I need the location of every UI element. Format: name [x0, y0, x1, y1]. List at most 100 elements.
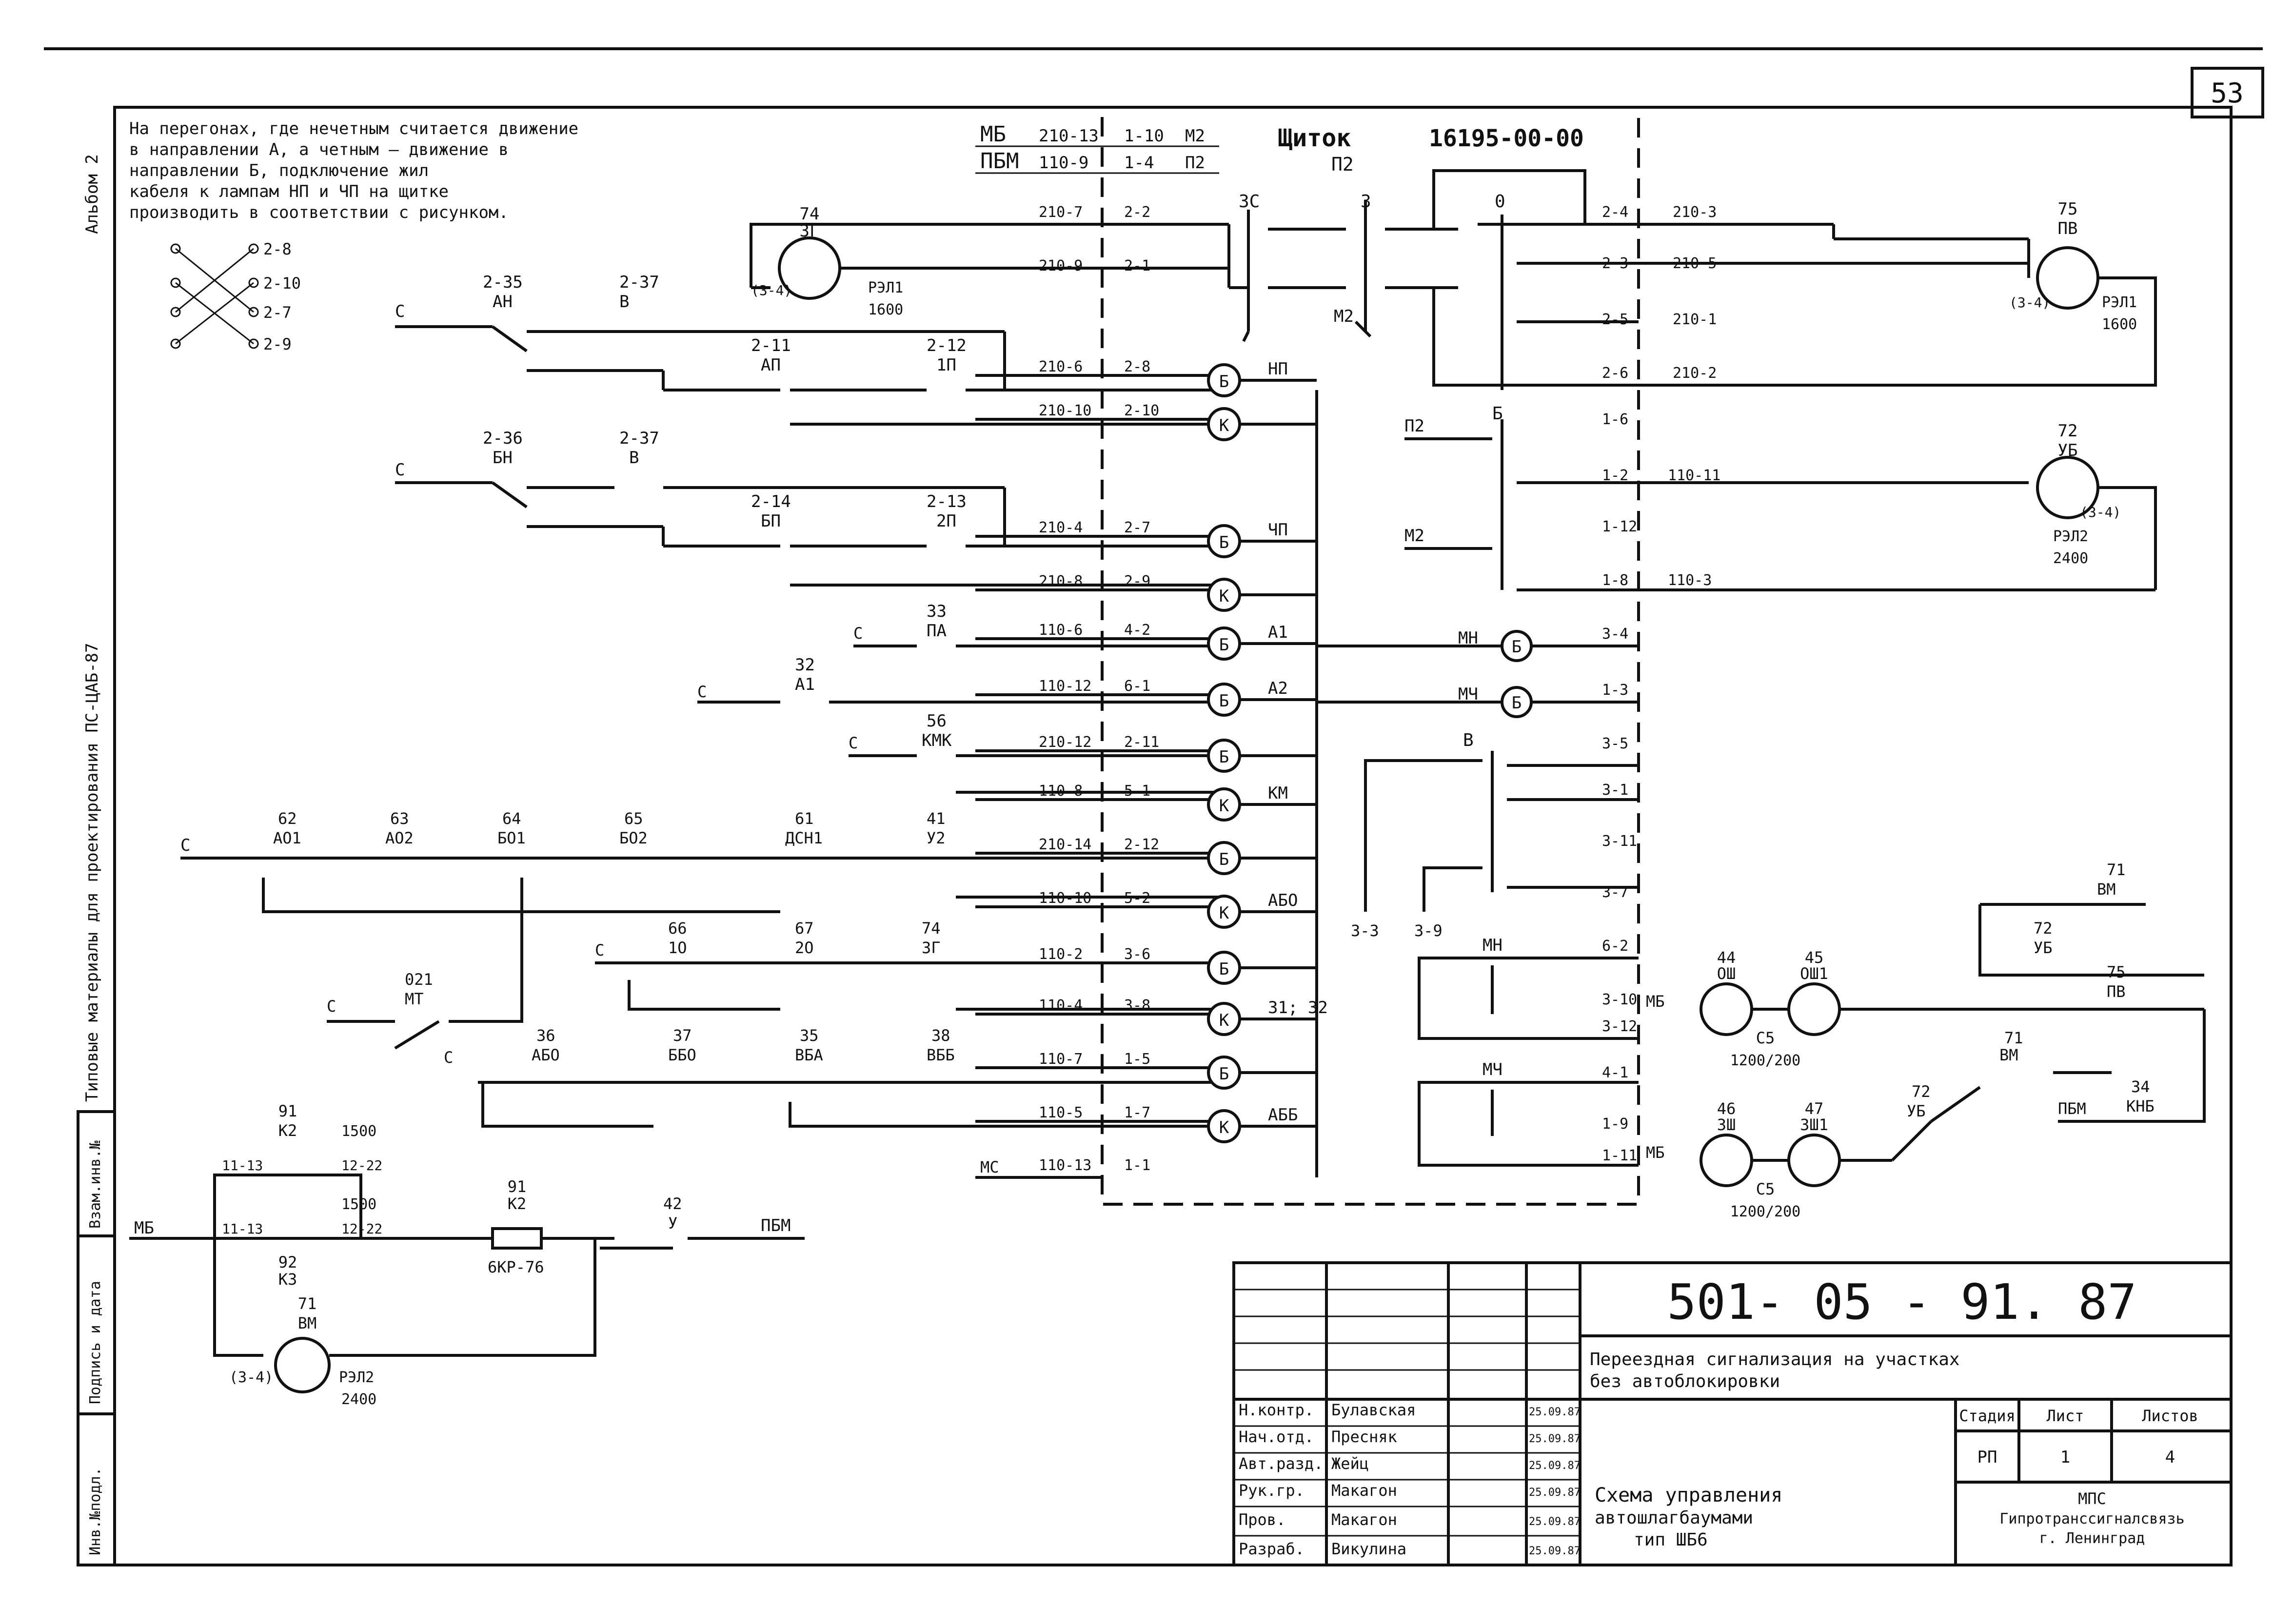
- resistor-label: 6КР-76: [488, 1258, 544, 1276]
- relay-pv-pins: (3-4): [2009, 294, 2050, 311]
- motor1-a-id: 44: [1717, 948, 1736, 967]
- lamp-kind-4: Б: [1219, 635, 1229, 655]
- wire-210-2: 210-2: [1673, 365, 1717, 382]
- row-a1: С 32 А1: [697, 655, 1229, 704]
- relay-pv-coil: РЭЛ1: [2102, 294, 2137, 311]
- lamp-wire-label-1: 210-10: [1039, 402, 1091, 419]
- lamp-term-1: 2-10: [1124, 402, 1159, 419]
- lamp-name-9: АБО: [1268, 891, 1298, 910]
- motor2-a-id: 46: [1717, 1099, 1736, 1118]
- row-kmk: С 56 КМК: [849, 711, 1229, 794]
- contact-an-id: 2-35: [483, 273, 523, 292]
- lamp-wire-label-8: 210-14: [1039, 836, 1091, 853]
- note-line-5: производить в соответствии с рисунком.: [129, 203, 509, 222]
- right-top-circuit: 2-4 2-3 2-5 2-6 210-3 210-5 210-1 210-2 …: [1602, 199, 2157, 387]
- c-label-kmk: С: [849, 734, 858, 752]
- panel-boundary: [1101, 117, 1640, 1206]
- term-1-9: 1-9: [1602, 1115, 1628, 1133]
- title-person-role-2: Авт.разд.: [1239, 1454, 1323, 1473]
- chain-dsn1-name: ДСН1: [785, 829, 823, 847]
- project-line-2: без автоблокировки: [1590, 1371, 1780, 1391]
- mch-switch-label: МЧ: [1483, 1060, 1502, 1079]
- lamp-kind-13: К: [1219, 1118, 1229, 1137]
- switch-m2: М2: [1334, 307, 1354, 326]
- doc-number: 501- 05 - 91. 87: [1667, 1273, 2136, 1331]
- motor2-b-name: 3Ш1: [1800, 1115, 1828, 1134]
- chain3-bbo-id: 37: [673, 1026, 692, 1045]
- lamp-kind-8: Б: [1219, 850, 1229, 869]
- row-mt: С 021 МТ: [327, 970, 523, 1050]
- stage-value: РП: [1977, 1448, 1997, 1467]
- row-bn: С 2-36 БН 2-37 В 2-14 БП 2-13 2П: [395, 429, 1229, 587]
- panel-mb: МБ: [980, 122, 1006, 147]
- rrel-vm-name: ВМ: [2097, 880, 2116, 899]
- motor1-cap-val: 1200/200: [1730, 1052, 1801, 1069]
- k2b-id: 91: [508, 1177, 527, 1196]
- rrel-ub2-id: 72: [1912, 1082, 1931, 1101]
- bl-t1-b: 11-13: [222, 1221, 263, 1237]
- switch-b: Б: [1492, 404, 1503, 424]
- title-person-name-2: Жейц: [1331, 1454, 1369, 1473]
- bl-val: 2400: [341, 1391, 376, 1408]
- lamp-term-10: 3-6: [1124, 946, 1150, 963]
- bl-mb: МБ: [134, 1218, 154, 1238]
- title-person-role-0: Н.контр.: [1239, 1401, 1314, 1419]
- rrel-ub2-name: УБ: [1907, 1102, 1926, 1120]
- lamp-term-6: 2-11: [1124, 734, 1159, 751]
- switch-3: 3: [1361, 192, 1371, 212]
- contact-an-name: АН: [493, 292, 513, 312]
- lamp-term-13: 1-7: [1124, 1104, 1150, 1121]
- term-6-2: 6-2: [1602, 938, 1628, 955]
- org-3: г. Ленинград: [2039, 1530, 2145, 1547]
- lamp-kind-2: Б: [1219, 533, 1229, 552]
- rrel-pv-id: 75: [2107, 963, 2126, 981]
- lamp-wire-label-2: 210-4: [1039, 519, 1083, 536]
- term-1-3: 1-3: [1602, 682, 1628, 699]
- k2-id: 91: [278, 1102, 297, 1120]
- rrel-ub-id: 72: [2034, 919, 2053, 938]
- contact-2p-id: 2-13: [927, 492, 967, 511]
- k2b-name: К2: [508, 1194, 527, 1213]
- contact-ap-id: 2-11: [751, 336, 791, 355]
- term-1-12: 1-12: [1602, 518, 1637, 535]
- wire-210-1: 210-1: [1673, 311, 1717, 328]
- lamp-wire-label-13: 110-5: [1039, 1104, 1083, 1121]
- bl-t2-b: 12-22: [341, 1221, 382, 1237]
- chain-bo1-name: БО1: [497, 829, 526, 847]
- wire-210-7: 210-7: [1039, 204, 1083, 221]
- motor1-b-name: ОШ1: [1800, 964, 1828, 983]
- chain-u2-id: 41: [927, 809, 946, 828]
- contact-kmk-name: КМК: [922, 731, 952, 750]
- wire-cross-figure: 2-8 2-10 2-7 2-9: [170, 240, 301, 353]
- chain2-2o-id: 67: [795, 919, 814, 938]
- contact-1p-name: 1П: [936, 355, 956, 375]
- c-label-2: С: [395, 460, 405, 480]
- contact-mt-id: 021: [405, 970, 433, 989]
- contact-ap-name: АП: [761, 355, 781, 375]
- row-an: С 2-35 АН 2-37 В 2-11 АП 2-12 1П: [395, 273, 1229, 426]
- term-1-2: 1-2: [1602, 467, 1628, 484]
- lamp-term-7: 5-1: [1124, 783, 1150, 800]
- row-mc: МС 110-13 1-1: [975, 1157, 1150, 1179]
- mc-term: 1-1: [1124, 1157, 1150, 1174]
- panel-pbm: ПБМ: [980, 149, 1019, 174]
- lamp-term-8: 2-12: [1124, 836, 1159, 853]
- lamp-term-9: 5-2: [1124, 890, 1150, 907]
- contact-2p-name: 2П: [936, 511, 956, 531]
- project-line-1: Переездная сигнализация на участках: [1590, 1350, 1960, 1370]
- lamp-name-5: А2: [1268, 679, 1288, 698]
- y-id: 42: [663, 1194, 682, 1213]
- k2-val: 1500: [341, 1123, 376, 1140]
- drawing-title-3: тип ШБ6: [1634, 1530, 1708, 1550]
- contact-v2-name: В: [629, 448, 639, 468]
- bl-pbm: ПБМ: [761, 1216, 791, 1235]
- relay-3g-pins: (3-4): [751, 282, 792, 298]
- cross-label-2: 2-10: [263, 274, 301, 293]
- cross-label-3: 2-7: [263, 303, 292, 322]
- switch-v: В: [1463, 730, 1474, 750]
- sheets-label: Листов: [2142, 1407, 2198, 1425]
- relay-3g-name: 3Г: [800, 221, 820, 241]
- stage-label: Стадия: [1959, 1407, 2016, 1425]
